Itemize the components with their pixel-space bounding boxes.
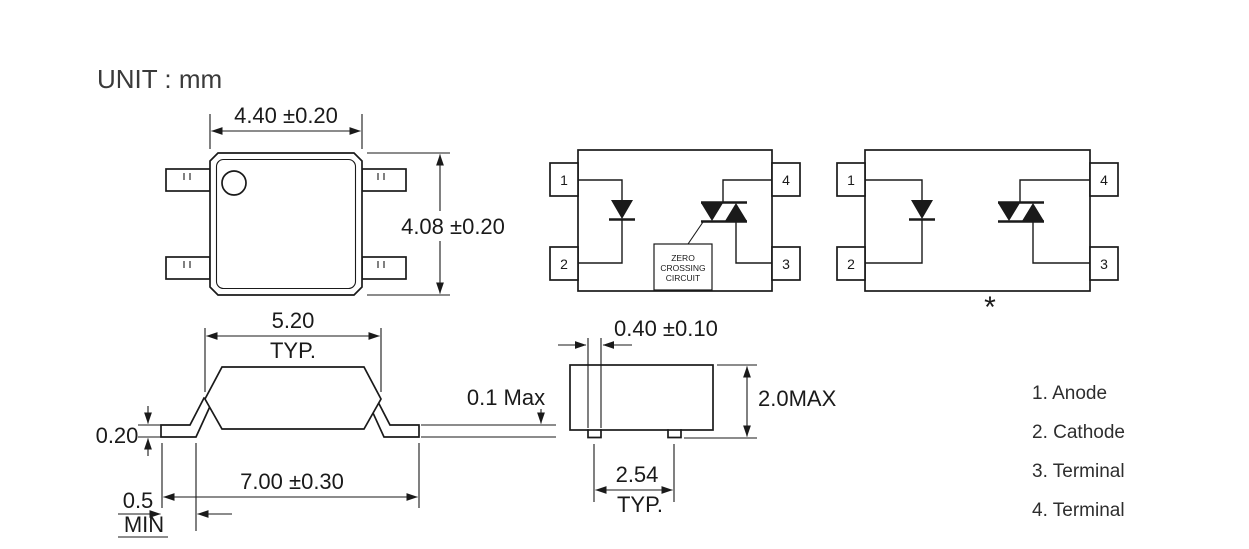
- pin3-number: 3: [782, 256, 790, 272]
- body-end-outline: [569, 364, 714, 431]
- height-dim-text: 4.08 ±0.20: [401, 214, 505, 239]
- lead-pitch-text: 2.54: [616, 462, 659, 487]
- legend-item-cathode: 2. Cathode: [1032, 422, 1125, 443]
- schematic-with-zero-crossing: 1 2 4 3 ZERO CROSSING CIRCUIT: [549, 149, 801, 292]
- left-lead: [160, 396, 214, 438]
- foot-length-dimension: 0.5 MIN: [118, 443, 232, 538]
- pin-tick-marks: [183, 173, 385, 268]
- legend-item-terminal3: 3. Terminal: [1032, 461, 1125, 482]
- zero-crossing-circuit-box: ZERO CROSSING CIRCUIT: [653, 243, 713, 291]
- end-view: 0.40 ±0.10 2.0MAX 2.54 TYP.: [558, 316, 837, 517]
- foot-length-text: 0.5: [123, 488, 154, 513]
- footnote-asterisk: *: [984, 291, 996, 324]
- height-dimension: 2.0MAX: [684, 364, 837, 439]
- lead-pitch-dimension: 2.54 TYP.: [593, 444, 675, 517]
- top-view-height-dimension: 4.08 ±0.20: [367, 152, 514, 296]
- dim-text-backing: [392, 211, 514, 241]
- zero-crossing-box-outline: [653, 243, 713, 291]
- pin2-number: 2: [560, 256, 568, 272]
- pin-top-left: [165, 168, 211, 192]
- triac-wires: [1019, 179, 1090, 264]
- triac-symbol: [998, 179, 1090, 264]
- lead-thickness-text: 0.20: [96, 423, 139, 448]
- extension-lines: [587, 338, 602, 428]
- pin1-number: 1: [560, 172, 568, 188]
- triac-wires: [722, 179, 772, 264]
- extension-lines: [684, 364, 757, 439]
- pin4-box: [771, 162, 801, 197]
- body-profile: [204, 366, 382, 430]
- top-view: 4.40 ±0.20 4.08 ±0.20: [165, 103, 514, 296]
- body-width-dimension: 5.20 TYP.: [204, 308, 382, 392]
- pin1-number: 1: [847, 172, 855, 188]
- extension-lines: [161, 443, 420, 508]
- triac-gate-wire: [687, 221, 704, 245]
- led-wires: [865, 179, 923, 264]
- schematic-plain: 1 2 4 3 *: [836, 149, 1119, 324]
- led-triangle: [611, 200, 633, 219]
- legend-item-anode: 1. Anode: [1032, 383, 1107, 404]
- led-triangle: [911, 200, 933, 219]
- side-view: 5.20 TYP. 0.20 7.00 ±0.30 0.5 MIN 0.1 Ma…: [96, 308, 556, 538]
- zc-line1: ZERO: [671, 253, 695, 263]
- pin4-number: 4: [1100, 172, 1108, 188]
- package-body-outline: [209, 152, 363, 296]
- lead-pitch-qualifier-text: TYP.: [617, 492, 663, 517]
- package-body-inner-line: [215, 158, 357, 290]
- triac-triangles: [701, 203, 747, 221]
- pin-bottom-left: [165, 256, 211, 280]
- coplanarity-text: 0.1 Max: [467, 385, 545, 410]
- overall-width-text: 7.00 ±0.30: [240, 469, 344, 494]
- unit-label: UNIT : mm: [97, 64, 222, 94]
- led-wires: [578, 179, 623, 264]
- led-symbol: [578, 179, 635, 264]
- body-width-text: 5.20: [272, 308, 315, 333]
- pin3-number: 3: [1100, 256, 1108, 272]
- extension-lines: [138, 424, 161, 438]
- width-dim-text: 4.40 ±0.20: [234, 103, 338, 128]
- triac-symbol: [687, 179, 772, 264]
- height-text: 2.0MAX: [758, 386, 837, 411]
- legend-item-terminal4: 4. Terminal: [1032, 500, 1125, 521]
- pin1-box: [836, 162, 866, 197]
- lead-width-dimension: 0.40 ±0.10: [558, 316, 718, 428]
- lead-stubs: [587, 429, 682, 439]
- pin2-number: 2: [847, 256, 855, 272]
- extension-lines: [367, 152, 450, 296]
- led-symbol: [865, 179, 935, 264]
- schematic-body: [864, 149, 1091, 292]
- triac-triangles: [998, 203, 1044, 221]
- zc-line2: CROSSING: [660, 263, 705, 273]
- overall-width-dimension: 7.00 ±0.30: [161, 443, 420, 508]
- lead-thickness-dimension: 0.20: [96, 406, 161, 456]
- pin-legend: 1. Anode 2. Cathode 3. Terminal 4. Termi…: [1032, 383, 1125, 521]
- extension-lines: [204, 328, 382, 392]
- reference-lines: [421, 424, 556, 438]
- top-view-width-dimension: 4.40 ±0.20: [209, 103, 363, 149]
- body-width-qualifier-text: TYP.: [270, 338, 316, 363]
- lead-width-text: 0.40 ±0.10: [614, 316, 718, 341]
- pin2-box: [549, 246, 579, 281]
- pin4-box: [1089, 162, 1119, 197]
- extension-lines: [593, 444, 675, 502]
- coplanarity-dimension: 0.1 Max: [421, 385, 556, 438]
- pin3-box: [771, 246, 801, 281]
- pin3-box: [1089, 246, 1119, 281]
- pin1-indicator-circle: [221, 170, 247, 196]
- zc-line3: CIRCUIT: [666, 273, 700, 283]
- extension-lines: [209, 114, 363, 149]
- foot-length-qualifier-text: MIN: [124, 512, 164, 537]
- pin4-number: 4: [782, 172, 790, 188]
